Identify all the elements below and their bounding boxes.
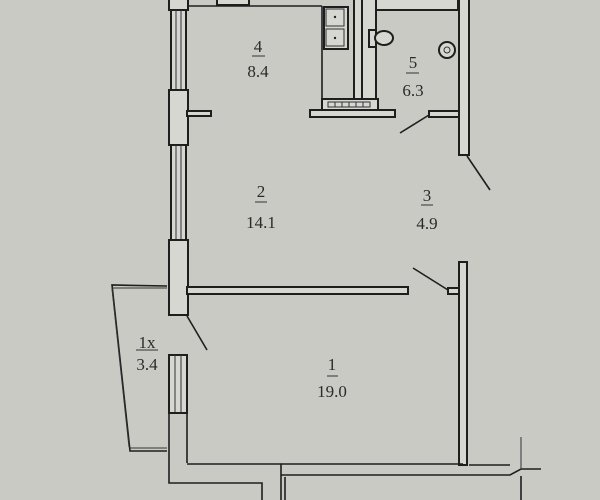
radiator xyxy=(309,98,396,118)
partition-wall xyxy=(186,286,409,295)
svg-text:19.0: 19.0 xyxy=(317,382,347,401)
kitchen-sink xyxy=(323,6,349,50)
room-label-3: 3 4.9 xyxy=(416,186,437,233)
svg-text:4.9: 4.9 xyxy=(416,214,437,233)
washbasin xyxy=(438,41,456,59)
svg-text:3.4: 3.4 xyxy=(136,355,158,374)
svg-text:1x: 1x xyxy=(139,333,157,352)
shaft-wall xyxy=(353,0,363,100)
room-label-1x: 1x 3.4 xyxy=(136,333,158,374)
balcony xyxy=(111,284,168,452)
right-wall-lower xyxy=(458,261,468,466)
room-label-5: 5 6.3 xyxy=(402,53,423,100)
svg-text:6.3: 6.3 xyxy=(402,81,423,100)
window-room-2 xyxy=(170,144,187,241)
room-label-1: 1 19.0 xyxy=(317,355,347,401)
left-exterior-wall xyxy=(168,0,263,500)
door-swing-entrance xyxy=(466,155,491,191)
toilet xyxy=(368,29,394,48)
bathroom-partition xyxy=(428,110,460,118)
svg-text:14.1: 14.1 xyxy=(246,213,276,232)
window-kitchen xyxy=(170,9,187,91)
wall-stub xyxy=(186,110,212,117)
door-swing-bathroom xyxy=(399,114,430,134)
room-label-2: 2 14.1 xyxy=(246,182,276,232)
svg-text:5: 5 xyxy=(409,53,418,72)
svg-text:3: 3 xyxy=(423,186,432,205)
svg-text:2: 2 xyxy=(257,182,266,201)
door-swing-balcony xyxy=(186,315,208,351)
right-wall-upper xyxy=(458,0,470,156)
svg-text:8.4: 8.4 xyxy=(247,62,269,81)
svg-text:4: 4 xyxy=(254,37,263,56)
svg-text:1: 1 xyxy=(328,355,337,374)
door-swing-hall xyxy=(412,267,449,291)
window-room-1 xyxy=(168,354,188,414)
kitchen-vent xyxy=(216,0,250,6)
bathtub xyxy=(375,0,459,11)
room-label-4: 4 8.4 xyxy=(247,37,269,81)
